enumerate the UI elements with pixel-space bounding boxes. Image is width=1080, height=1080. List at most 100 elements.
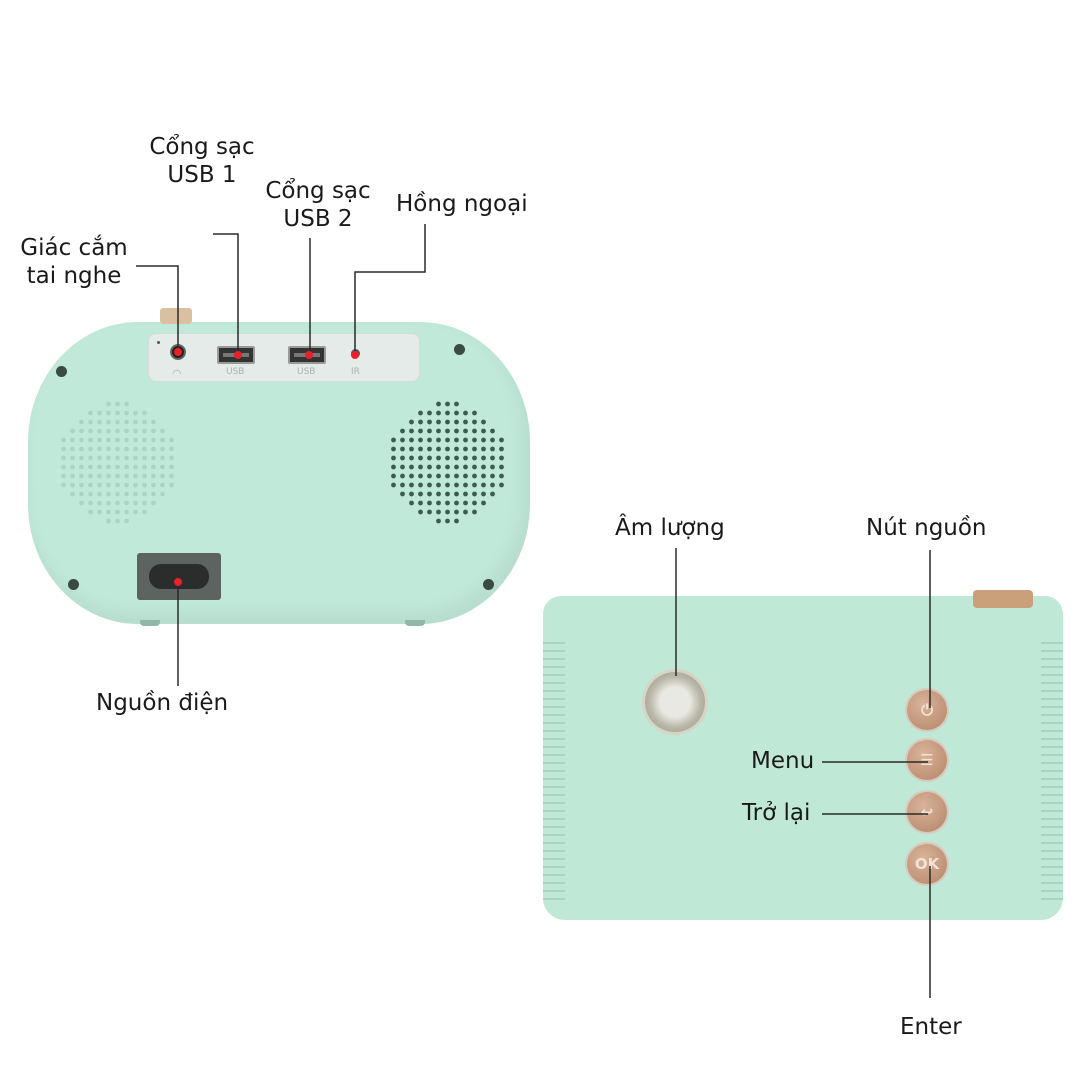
speaker-hole xyxy=(427,437,432,443)
speaker-hole xyxy=(454,473,459,479)
speaker-hole xyxy=(436,509,441,515)
speaker-hole xyxy=(70,437,75,443)
speaker-hole xyxy=(61,437,66,443)
speaker-hole xyxy=(436,491,441,497)
speaker-hole xyxy=(115,473,120,479)
screw-hole xyxy=(56,366,67,377)
speaker-hole xyxy=(142,455,147,461)
speaker-hole xyxy=(409,446,414,452)
speaker-hole xyxy=(499,482,504,488)
speaker-hole xyxy=(169,482,174,488)
speaker-hole xyxy=(418,455,423,461)
marker-ir xyxy=(351,351,359,359)
speaker-hole xyxy=(463,428,468,434)
speaker-hole xyxy=(160,482,165,488)
speaker-hole xyxy=(409,455,414,461)
speaker-hole xyxy=(97,491,102,497)
foot xyxy=(140,620,160,626)
speaker-hole xyxy=(454,428,459,434)
speaker-hole xyxy=(160,428,165,434)
speaker-hole xyxy=(106,509,111,515)
speaker-hole xyxy=(142,419,147,425)
speaker-grille-right xyxy=(391,401,504,524)
speaker-hole xyxy=(418,500,423,506)
speaker-hole xyxy=(160,464,165,470)
speaker-hole xyxy=(436,428,441,434)
port-panel: ◠ USB USB IR xyxy=(148,333,420,382)
speaker-hole xyxy=(142,482,147,488)
speaker-hole xyxy=(472,473,477,479)
speaker-hole xyxy=(160,491,165,497)
speaker-hole xyxy=(427,482,432,488)
label-ir: Hồng ngoại xyxy=(396,191,528,217)
speaker-hole xyxy=(472,446,477,452)
speaker-hole xyxy=(142,446,147,452)
speaker-hole xyxy=(169,437,174,443)
speaker-hole xyxy=(454,491,459,497)
label-headphone-line1: Giác cắm xyxy=(20,235,128,261)
speaker-hole xyxy=(97,419,102,425)
speaker-hole xyxy=(124,455,129,461)
speaker-hole xyxy=(133,482,138,488)
speaker-hole xyxy=(151,446,156,452)
speaker-hole xyxy=(88,437,93,443)
speaker-hole xyxy=(133,473,138,479)
speaker-hole xyxy=(79,446,84,452)
speaker-hole xyxy=(472,410,477,416)
speaker-hole xyxy=(169,455,174,461)
speaker-hole xyxy=(142,473,147,479)
speaker-hole xyxy=(454,419,459,425)
speaker-hole xyxy=(445,455,450,461)
ir-port-label: IR xyxy=(351,367,360,377)
speaker-hole xyxy=(133,491,138,497)
speaker-hole xyxy=(400,455,405,461)
speaker-hole xyxy=(427,491,432,497)
speaker-hole xyxy=(97,482,102,488)
speaker-hole xyxy=(427,509,432,515)
back-button: ↩ xyxy=(907,792,947,832)
speaker-hole xyxy=(169,446,174,452)
speaker-hole xyxy=(490,482,495,488)
speaker-hole xyxy=(445,446,450,452)
speaker-hole xyxy=(463,509,468,515)
speaker-hole xyxy=(115,428,120,434)
speaker-hole xyxy=(481,428,486,434)
speaker-hole xyxy=(79,500,84,506)
speaker-hole xyxy=(124,410,129,416)
speaker-hole xyxy=(70,482,75,488)
marker-power-input xyxy=(174,578,182,586)
speaker-hole xyxy=(133,437,138,443)
speaker-hole xyxy=(106,419,111,425)
speaker-hole xyxy=(472,491,477,497)
speaker-hole xyxy=(445,401,450,407)
speaker-hole xyxy=(79,491,84,497)
speaker-hole xyxy=(115,455,120,461)
speaker-hole xyxy=(391,455,396,461)
speaker-hole xyxy=(463,482,468,488)
speaker-hole xyxy=(418,482,423,488)
speaker-hole xyxy=(499,473,504,479)
speaker-hole xyxy=(436,473,441,479)
speaker-hole xyxy=(418,419,423,425)
speaker-hole xyxy=(427,446,432,452)
speaker-hole xyxy=(160,437,165,443)
speaker-hole xyxy=(106,428,111,434)
speaker-hole xyxy=(88,473,93,479)
speaker-hole xyxy=(472,419,477,425)
speaker-hole xyxy=(400,473,405,479)
speaker-hole xyxy=(499,446,504,452)
speaker-hole xyxy=(445,509,450,515)
speaker-hole xyxy=(436,500,441,506)
label-usb2: Cổng sạc USB 2 xyxy=(256,177,380,233)
speaker-hole xyxy=(418,473,423,479)
speaker-hole xyxy=(436,419,441,425)
speaker-hole xyxy=(409,473,414,479)
speaker-hole xyxy=(436,464,441,470)
speaker-hole xyxy=(454,500,459,506)
speaker-hole xyxy=(445,482,450,488)
speaker-hole xyxy=(88,464,93,470)
speaker-hole xyxy=(142,410,147,416)
marker-usb1 xyxy=(234,351,242,359)
speaker-hole xyxy=(391,446,396,452)
